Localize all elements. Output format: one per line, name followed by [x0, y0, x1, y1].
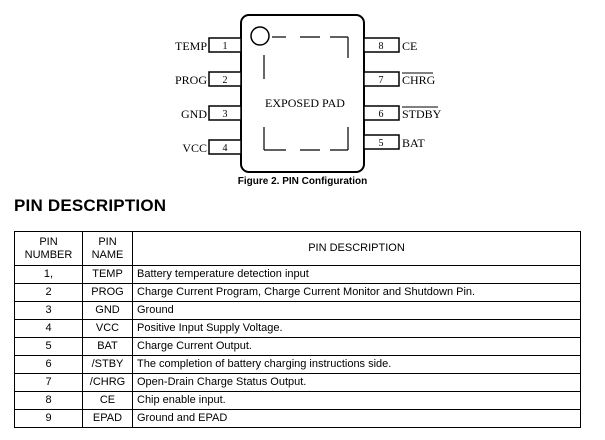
pin-name-cell: BAT — [82, 337, 133, 356]
exposed-pad-label: EXPOSED PAD — [265, 96, 345, 110]
pin-name-cell: PROG — [82, 283, 133, 302]
pin-number: 7 — [379, 75, 384, 86]
pin-number: 1 — [223, 41, 228, 52]
pin-number: 4 — [223, 143, 228, 154]
pin-name-cell: /CHRG — [82, 373, 133, 392]
pin-number-cell: 4 — [14, 319, 83, 338]
pin-number: 3 — [223, 109, 228, 120]
right-pin-7: 7 CHRG — [363, 71, 436, 87]
pin-description-cell: Open-Drain Charge Status Output. — [132, 373, 581, 392]
pin-number-cell: 7 — [14, 373, 83, 392]
left-pin-3: 3 GND — [181, 105, 242, 121]
figure-caption: Figure 2. PIN Configuration — [237, 176, 368, 187]
table-row: 5 BAT Charge Current Output. — [14, 337, 581, 356]
pin-label: BAT — [402, 136, 425, 150]
table-row: 8 CE Chip enable input. — [14, 391, 581, 410]
pin-number: 8 — [379, 41, 384, 52]
pin-number-cell: 1, — [14, 265, 83, 284]
pin-number-cell: 2 — [14, 283, 83, 302]
pin-description-cell: Charge Current Program, Charge Current M… — [132, 283, 581, 302]
pin-number-cell: 5 — [14, 337, 83, 356]
pin-name-cell: TEMP — [82, 265, 133, 284]
table-row: 1, TEMP Battery temperature detection in… — [14, 265, 581, 284]
table-row: 3 GND Ground — [14, 301, 581, 320]
table-row: 2 PROG Charge Current Program, Charge Cu… — [14, 283, 581, 302]
pin-label: TEMP — [175, 39, 207, 53]
table-row: 9 EPAD Ground and EPAD — [14, 409, 581, 428]
pin-name-cell: EPAD — [82, 409, 133, 428]
table-row: 6 /STBY The completion of battery chargi… — [14, 355, 581, 374]
header-pin-description: PIN DESCRIPTION — [132, 231, 581, 266]
pin-number: 6 — [379, 109, 384, 120]
pin-description-cell: Charge Current Output. — [132, 337, 581, 356]
pin-number-cell: 6 — [14, 355, 83, 374]
pin-label: CE — [402, 39, 417, 53]
right-pin-8: 8 CE — [363, 37, 417, 53]
pin-name-cell: VCC — [82, 319, 133, 338]
exposed-pad-outline — [263, 36, 349, 151]
right-pin-6: 6 STDBY — [363, 105, 442, 121]
section-title: PIN DESCRIPTION — [14, 196, 167, 215]
table-row: 7 /CHRG Open-Drain Charge Status Output. — [14, 373, 581, 392]
pin-label: PROG — [175, 73, 207, 87]
pin-description-cell: Positive Input Supply Voltage. — [132, 319, 581, 338]
pin-description-cell: The completion of battery charging instr… — [132, 355, 581, 374]
pin-number-cell: 8 — [14, 391, 83, 410]
pin-name-cell: /STBY — [82, 355, 133, 374]
left-pin-2: 2 PROG — [175, 71, 242, 87]
pin-label: STDBY — [402, 107, 442, 121]
pin-label: GND — [181, 107, 207, 121]
pin-label: CHRG — [402, 73, 436, 87]
left-pin-1: 1 TEMP — [175, 37, 242, 53]
pin-description-cell: Ground and EPAD — [132, 409, 581, 428]
ic-body — [240, 14, 365, 173]
pin-number: 2 — [223, 75, 228, 86]
table-row: 4 VCC Positive Input Supply Voltage. — [14, 319, 581, 338]
pin-configuration-diagram: EXPOSED PAD 1 TEMP 2 PROG 3 GND 4 VCC 8 … — [175, 14, 442, 173]
pin-description-cell: Ground — [132, 301, 581, 320]
pin-label: VCC — [182, 141, 207, 155]
pin-number-cell: 3 — [14, 301, 83, 320]
right-pin-5: 5 BAT — [363, 134, 425, 150]
pin-name-cell: CE — [82, 391, 133, 410]
pin1-indicator-icon — [250, 26, 270, 46]
pin-description-cell: Chip enable input. — [132, 391, 581, 410]
pin-number: 5 — [379, 138, 384, 149]
pin-description-cell: Battery temperature detection input — [132, 265, 581, 284]
pin-number-cell: 9 — [14, 409, 83, 428]
pin-name-cell: GND — [82, 301, 133, 320]
left-pin-4: 4 VCC — [182, 139, 242, 155]
